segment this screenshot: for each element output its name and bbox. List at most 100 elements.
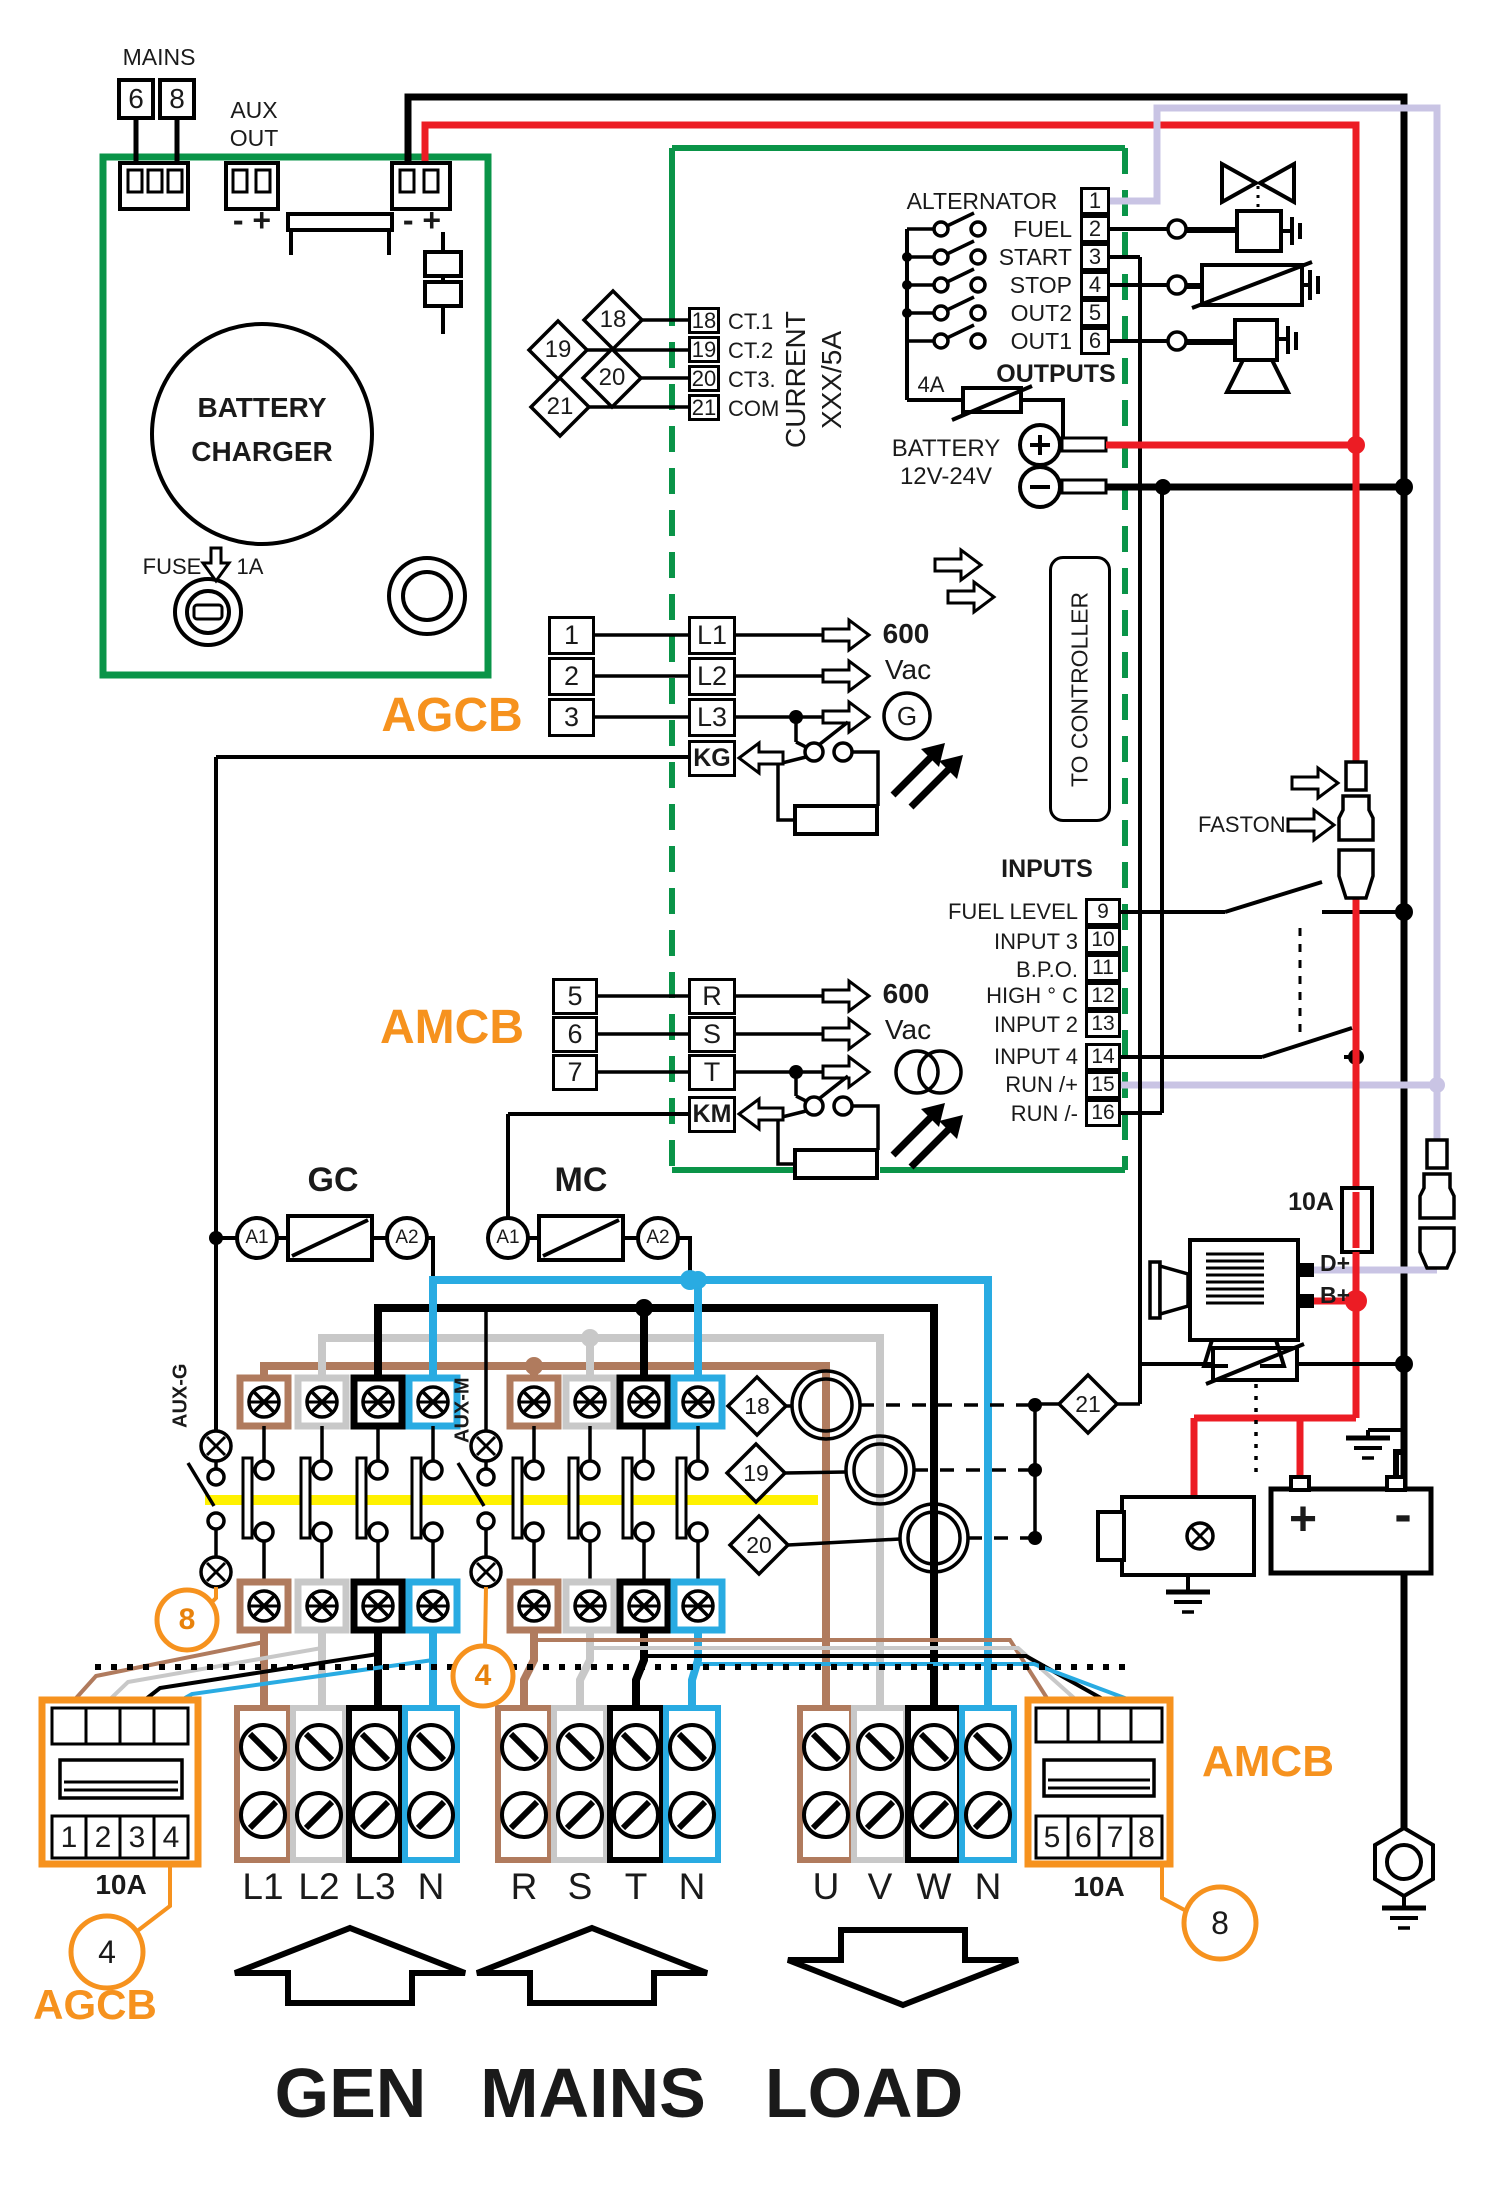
amcb-breaker-rating: 10A bbox=[1073, 1871, 1125, 1902]
input-terminal-9: 9 bbox=[1085, 898, 1121, 926]
faston-arrows bbox=[933, 548, 1340, 842]
ct2-label: CT.2 bbox=[728, 338, 774, 363]
load-n-label: N bbox=[974, 1866, 1002, 1907]
battery-minus-top-wire bbox=[404, 93, 1408, 1832]
controller-enclosure bbox=[669, 145, 1128, 1173]
transformer-icon bbox=[894, 1049, 940, 1095]
pinion-icon bbox=[1096, 1510, 1126, 1562]
aux-out-label-2: OUT bbox=[229, 124, 279, 151]
input-terminal-12: 12 bbox=[1085, 982, 1121, 1010]
input-label-input4: INPUT 4 bbox=[994, 1044, 1078, 1069]
fuse-1a-icon bbox=[173, 546, 243, 647]
input-label-run-minus: RUN /- bbox=[1010, 1101, 1078, 1126]
faston-male-icon bbox=[1344, 760, 1368, 792]
agcb-phase-l2: L2 bbox=[688, 657, 736, 696]
output-terminal-2: 2 bbox=[1080, 215, 1110, 243]
amcb-terminal-6: 6 bbox=[552, 1016, 598, 1053]
agcb-breaker-t4: 4 bbox=[162, 1821, 180, 1854]
charger-transformer-column bbox=[423, 232, 463, 334]
aux-g-label: AUX-G bbox=[169, 1363, 192, 1429]
amcb-bottom-label: AMCB bbox=[1202, 1737, 1334, 1786]
ct-diamond-21: 21 bbox=[546, 393, 574, 420]
mc-label: MC bbox=[554, 1160, 608, 1199]
polarity-label-aux: - + bbox=[232, 201, 272, 238]
output-relay-contacts bbox=[902, 211, 987, 400]
out1-horn-circuit bbox=[1110, 318, 1298, 394]
aux-out-label-1: AUX bbox=[230, 96, 278, 123]
ground-icon bbox=[1166, 1592, 1210, 1612]
agcb-breaker-rating: 10A bbox=[95, 1869, 147, 1900]
out2-label: OUT2 bbox=[1010, 300, 1072, 326]
mains-title: MAINS bbox=[480, 2054, 706, 2132]
faston-female-icon bbox=[1418, 1226, 1456, 1270]
ct-com-label: COM bbox=[728, 396, 780, 421]
agcb-vac: Vac bbox=[884, 654, 932, 685]
terminal-blocks bbox=[234, 1705, 1017, 1863]
outputs-title: OUTPUTS bbox=[996, 359, 1116, 388]
amcb-terminal-5: 5 bbox=[552, 978, 598, 1015]
agcb-terminal-1: 1 bbox=[548, 616, 595, 655]
load-title: LOAD bbox=[764, 2054, 964, 2132]
mains-r-label: R bbox=[510, 1866, 538, 1907]
mains-t-label: T bbox=[624, 1866, 648, 1907]
agcb-breaker-t1: 1 bbox=[60, 1821, 78, 1854]
current-transformers bbox=[725, 1369, 1140, 1576]
output-terminal-5: 5 bbox=[1080, 299, 1110, 327]
fuel-label: FUEL bbox=[1013, 216, 1072, 242]
fuel-valve-circuit bbox=[1110, 160, 1302, 253]
battery-charger-circle bbox=[150, 322, 374, 546]
engine-battery bbox=[1268, 1428, 1434, 1576]
gc-label: GC bbox=[307, 1160, 359, 1199]
red-power-wire bbox=[1190, 445, 1375, 1497]
input-terminal-13: 13 bbox=[1085, 1010, 1121, 1038]
gen-title: GEN bbox=[274, 2054, 427, 2132]
amcb-breaker-t6: 6 bbox=[1075, 1821, 1092, 1854]
ct-diamond-20: 20 bbox=[598, 364, 626, 391]
load-w-label: W bbox=[916, 1866, 952, 1907]
breaker-handle-icon bbox=[1042, 1758, 1156, 1798]
polarity-label-battery: - + bbox=[402, 201, 442, 238]
ct-diamond-18: 18 bbox=[599, 306, 627, 333]
gen-l3-label: L3 bbox=[354, 1866, 396, 1907]
load-u-label: U bbox=[812, 1866, 840, 1907]
aux-m-callout-4: 4 bbox=[474, 1659, 492, 1692]
amcb-vac: Vac bbox=[884, 1014, 932, 1045]
engine-battery-minus: - bbox=[1394, 1486, 1412, 1544]
agcb-breaker-callout: 4 bbox=[98, 1933, 116, 1970]
input-label-input3: INPUT 3 bbox=[994, 929, 1078, 954]
ct-bottom-diamond-19: 19 bbox=[743, 1459, 769, 1486]
fuse-rating-label: 1A bbox=[236, 554, 264, 579]
charger-enclosure bbox=[99, 153, 492, 679]
gen-l1-label: L1 bbox=[242, 1866, 284, 1907]
output-terminal-1: 1 bbox=[1080, 187, 1110, 215]
faston-female-icon bbox=[1418, 1172, 1456, 1220]
load-arrow-icon bbox=[786, 1927, 1020, 2009]
amcb-breaker-callout: 8 bbox=[1211, 1904, 1229, 1941]
input-terminal-10: 10 bbox=[1085, 926, 1121, 954]
kg-terminal: KG bbox=[688, 740, 736, 777]
agcb-io-wires bbox=[594, 618, 963, 836]
agcb-terminal-2: 2 bbox=[548, 657, 595, 696]
input-label-fuel-level: FUEL LEVEL bbox=[947, 899, 1078, 924]
charger-link-bracket bbox=[286, 212, 394, 255]
engine-battery-plus: + bbox=[1288, 1492, 1318, 1546]
input-label-bpo: B.P.O. bbox=[1016, 957, 1078, 982]
gen-n-label: N bbox=[417, 1866, 445, 1907]
mc-a1-label: A1 bbox=[496, 1227, 520, 1248]
agcb-phase-l1: L1 bbox=[688, 616, 736, 655]
ct-reference-diamonds-top bbox=[527, 289, 688, 438]
battery-label-2: 12V-24V bbox=[899, 463, 993, 490]
generator-icon bbox=[882, 691, 932, 741]
gc-a1-label: A1 bbox=[245, 1227, 269, 1248]
ct1-label: CT.1 bbox=[728, 309, 774, 334]
ct3-label: CT3. bbox=[728, 367, 776, 392]
kg-km-coil-wiring bbox=[209, 755, 688, 1431]
ct-diamond-19: 19 bbox=[544, 336, 572, 363]
faston-female-icon bbox=[1337, 794, 1375, 842]
ct-terminal-18: 18 bbox=[688, 307, 720, 334]
to-controller-label: TO CONTROLLER bbox=[1066, 591, 1093, 787]
aux-contact-columns bbox=[186, 1312, 503, 1647]
amcb-phase-t: T bbox=[688, 1054, 736, 1091]
battery-charger-name-2: CHARGER bbox=[191, 436, 333, 467]
